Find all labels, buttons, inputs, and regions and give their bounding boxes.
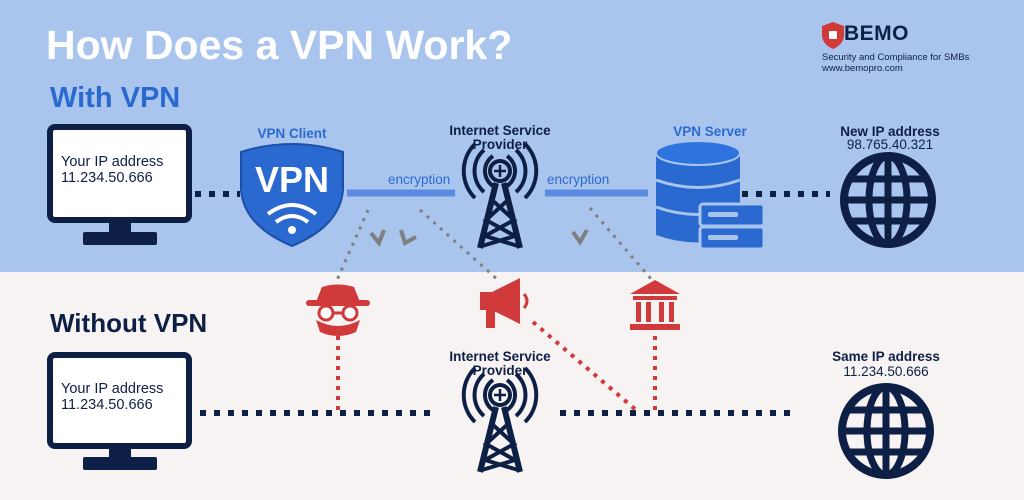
brand-tagline: Security and Compliance for SMBs [822,52,970,63]
encryption-label-left: encryption [388,172,451,187]
cell-tower-icon [464,144,537,248]
device-ip-label: Your IP address [61,154,164,170]
cell-tower-icon [464,368,537,472]
encryption-label-right: encryption [547,172,610,187]
device-ip-value: 11.234.50.666 [61,170,153,186]
page-title: How Does a VPN Work? [46,22,513,68]
new-ip-value: 98.765.40.321 [846,137,934,152]
monitor-icon [47,124,192,245]
isp-label-line1: Internet Service [449,349,551,364]
isp-label-line1: Internet Service [449,123,551,138]
leak-paths [335,207,654,282]
vpn-shield-icon: VPN [240,143,344,248]
vpn-client-label: VPN Client [257,126,327,141]
shield-logo-icon [822,22,844,49]
isp-label-line2: Provider [472,363,528,378]
brand-url: www.bemopro.com [822,63,903,74]
with-vpn-heading: With VPN [50,82,181,114]
database-server-icon [655,140,766,251]
vpn-shield-text: VPN [255,159,329,200]
arrow-down-icon [571,228,589,246]
globe-icon [842,387,930,475]
without-vpn-heading: Without VPN [50,308,208,338]
spy-hacker-icon [306,284,370,336]
brand-name: BEMO [844,22,909,45]
same-ip-label: Same IP address [832,349,940,364]
no-vpn-connection-lines [200,320,790,416]
monitor-icon [47,352,192,470]
wifi-icon [266,203,318,234]
new-ip-label: New IP address [840,124,940,139]
same-ip-value: 11.234.50.666 [843,364,929,379]
arrow-down-icon [369,229,386,247]
globe-icon [844,156,932,244]
device-ip-value: 11.234.50.666 [61,397,153,413]
vpn-server-label: VPN Server [673,124,747,139]
government-building-icon [630,280,680,330]
vpn-connection-lines [195,189,830,197]
device-ip-label: Your IP address [61,381,164,397]
isp-label-line2: Provider [472,137,528,152]
megaphone-icon [480,278,529,328]
arrow-down-icon [399,229,417,246]
